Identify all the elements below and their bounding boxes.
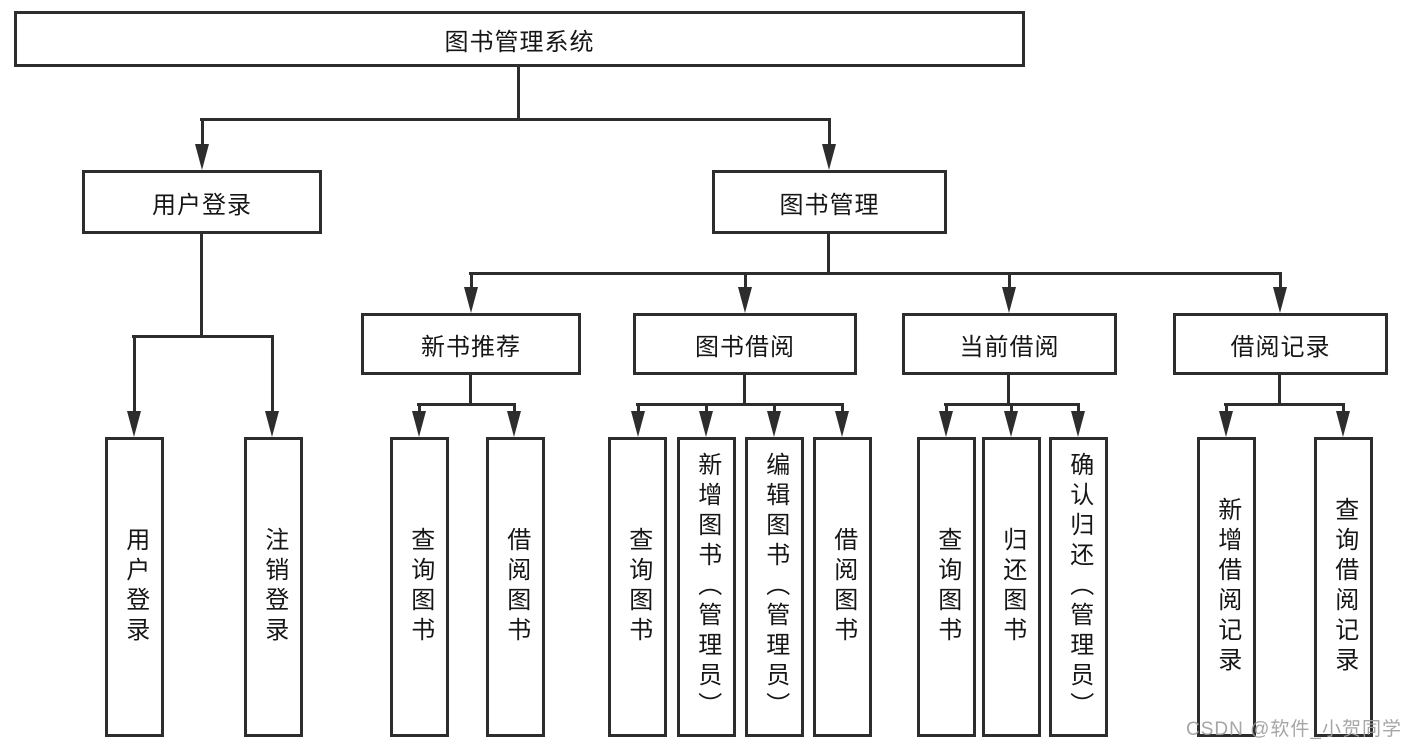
connector-root-stem [517, 67, 520, 120]
leaf-label-query-borrow-record: 查询借阅记录 [1330, 497, 1358, 677]
arrow-to-logout-leaf [265, 335, 279, 437]
node-leaf-return-books: 归还图书 [982, 437, 1041, 737]
node-book-mgmt: 图书管理 [712, 170, 947, 234]
arrow-to-user-login [195, 118, 209, 170]
node-borrow-record: 借阅记录 [1173, 313, 1388, 375]
leaf-label-logout: 注销登录 [260, 527, 288, 647]
node-leaf-query-books-b: 查询图书 [608, 437, 667, 737]
leaf-label-edit-books-admin: 编辑图书（管理员） [761, 452, 789, 722]
leaf-label-query-books-c: 查询图书 [933, 527, 961, 647]
connector-book-borrow-rail [636, 403, 844, 406]
arrow-to-user-login-leaf [127, 335, 141, 437]
leaf-label-borrow-books-b: 借阅图书 [829, 527, 857, 647]
node-current-borrow: 当前借阅 [902, 313, 1117, 375]
connector-new-book-rail [417, 403, 516, 406]
arrow-to-add-books [699, 403, 713, 437]
node-leaf-add-borrow-record: 新增借阅记录 [1197, 437, 1256, 737]
node-root: 图书管理系统 [14, 11, 1025, 67]
connector-book-mgmt-stem [827, 234, 830, 274]
arrow-to-book-borrow [738, 272, 752, 313]
node-leaf-borrow-books-b: 借阅图书 [813, 437, 872, 737]
leaf-label-confirm-return-admin: 确认归还（管理员） [1065, 452, 1093, 722]
connector-book-borrow-stem [743, 375, 746, 405]
arrow-to-borrow-books-b [835, 403, 849, 437]
arrow-to-add-borrow-record [1219, 403, 1233, 437]
leaf-label-query-books-b: 查询图书 [624, 527, 652, 647]
node-leaf-add-books-admin: 新增图书（管理员） [677, 437, 736, 737]
csdn-watermark: CSDN @软件_小贺同学 [1186, 719, 1402, 740]
arrow-to-new-book-rec [464, 272, 478, 313]
connector-user-login-stem [200, 234, 203, 337]
node-book-borrow: 图书借阅 [633, 313, 857, 375]
arrow-to-edit-books [767, 403, 781, 437]
arrow-to-current-borrow [1002, 272, 1016, 313]
arrow-to-return-books [1004, 403, 1018, 437]
arrow-to-borrow-record [1273, 272, 1287, 313]
connector-root-rail [200, 118, 830, 121]
connector-book-mgmt-rail [469, 272, 1282, 275]
node-leaf-query-books-a: 查询图书 [390, 437, 449, 737]
leaf-label-borrow-books-a: 借阅图书 [502, 527, 530, 647]
arrow-to-query-books-c [939, 403, 953, 437]
node-new-book-rec: 新书推荐 [361, 313, 581, 375]
connector-current-borrow-stem [1007, 375, 1010, 405]
arrow-to-query-books-a [412, 403, 426, 437]
node-leaf-logout: 注销登录 [244, 437, 303, 737]
leaf-label-add-borrow-record: 新增借阅记录 [1213, 497, 1241, 677]
node-leaf-edit-books-admin: 编辑图书（管理员） [745, 437, 804, 737]
connector-borrow-record-rail [1224, 403, 1345, 406]
arrow-to-query-books-b [631, 403, 645, 437]
connector-user-login-rail [132, 335, 274, 338]
arrow-to-query-borrow-record [1336, 403, 1350, 437]
node-leaf-confirm-return-admin: 确认归还（管理员） [1049, 437, 1108, 737]
arrow-to-confirm-return [1071, 403, 1085, 437]
arrow-to-book-mgmt [822, 118, 836, 170]
connector-borrow-record-stem [1278, 375, 1281, 405]
connector-new-book-stem [469, 375, 472, 405]
node-leaf-user-login: 用户登录 [105, 437, 164, 737]
node-leaf-query-borrow-record: 查询借阅记录 [1314, 437, 1373, 737]
leaf-label-user-login: 用户登录 [121, 527, 149, 647]
node-leaf-borrow-books-a: 借阅图书 [486, 437, 545, 737]
node-user-login: 用户登录 [82, 170, 322, 234]
arrow-to-borrow-books-a [507, 403, 521, 437]
leaf-label-add-books-admin: 新增图书（管理员） [693, 452, 721, 722]
leaf-label-query-books-a: 查询图书 [406, 527, 434, 647]
leaf-label-return-books: 归还图书 [998, 527, 1026, 647]
node-leaf-query-books-c: 查询图书 [917, 437, 976, 737]
